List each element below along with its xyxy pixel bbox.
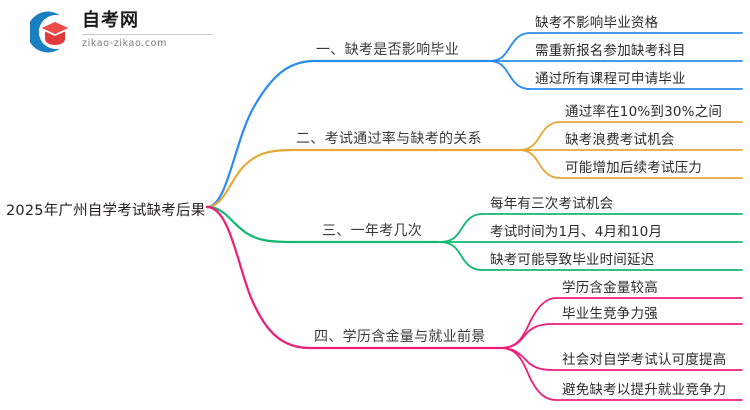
root-node[interactable]: 2025年广州自学考试缺考后果 <box>6 203 206 219</box>
leaf-node-2-1[interactable]: 通过率在10%到30%之间 <box>565 104 723 120</box>
leaf-node-2-2[interactable]: 缺考浪费考试机会 <box>565 132 675 148</box>
graduation-cap-icon <box>30 11 68 53</box>
branch-1-child-1-link <box>487 32 531 62</box>
leaf-node-4-3[interactable]: 社会对自学考试认可度提高 <box>562 352 727 368</box>
branch-node-1[interactable]: 一、缺考是否影响毕业 <box>316 42 459 58</box>
leaf-node-4-4[interactable]: 避免缺考以提升就业竞争力 <box>562 382 727 398</box>
branch-3-child-3-link <box>437 241 483 271</box>
leaf-node-4-1[interactable]: 学历含金量较高 <box>562 280 658 296</box>
logo-name-en: zikao-zikao.com <box>82 38 167 49</box>
branch-node-4[interactable]: 四、学历含金量与就业前景 <box>314 329 486 345</box>
leaf-node-1-1[interactable]: 缺考不影响毕业资格 <box>535 15 659 31</box>
branch-node-3[interactable]: 三、一年考几次 <box>322 223 423 239</box>
logo-name-cn: 自考网 <box>82 10 139 31</box>
leaf-node-3-3[interactable]: 缺考可能导致毕业时间延迟 <box>490 252 655 268</box>
leaf-node-1-3[interactable]: 通过所有课程可申请毕业 <box>535 71 686 87</box>
site-logo[interactable]: 自考网 zikao-zikao.com <box>30 8 220 56</box>
branch-2-child-3-link <box>517 149 561 179</box>
logo-divider <box>82 34 212 35</box>
branch-1-child-3-link <box>487 60 531 90</box>
leaf-node-3-2[interactable]: 考试时间为1月、4月和10月 <box>490 224 663 240</box>
branch-3-child-1-link <box>437 213 483 243</box>
leaf-node-4-2[interactable]: 毕业生竞争力强 <box>562 306 658 322</box>
branch-1-connectors <box>205 32 743 209</box>
branch-node-2[interactable]: 二、考试通过率与缺考的关系 <box>296 131 482 147</box>
branch-4-child-3-link <box>499 347 553 371</box>
branch-4-child-2-link <box>499 323 553 349</box>
branch-4-spine <box>205 205 312 350</box>
leaf-node-2-3[interactable]: 可能增加后续考试压力 <box>565 160 702 176</box>
leaf-node-1-2[interactable]: 需重新报名参加缺考科目 <box>535 43 686 59</box>
branch-4-child-1-link <box>499 297 557 349</box>
branch-3-spine <box>205 205 294 244</box>
branch-2-child-1-link <box>517 121 561 151</box>
branch-2-spine <box>205 148 294 209</box>
logo-text: 自考网 zikao-zikao.com <box>82 8 222 54</box>
leaf-node-3-1[interactable]: 每年有三次考试机会 <box>490 196 614 212</box>
branch-4-child-4-link <box>499 347 557 401</box>
